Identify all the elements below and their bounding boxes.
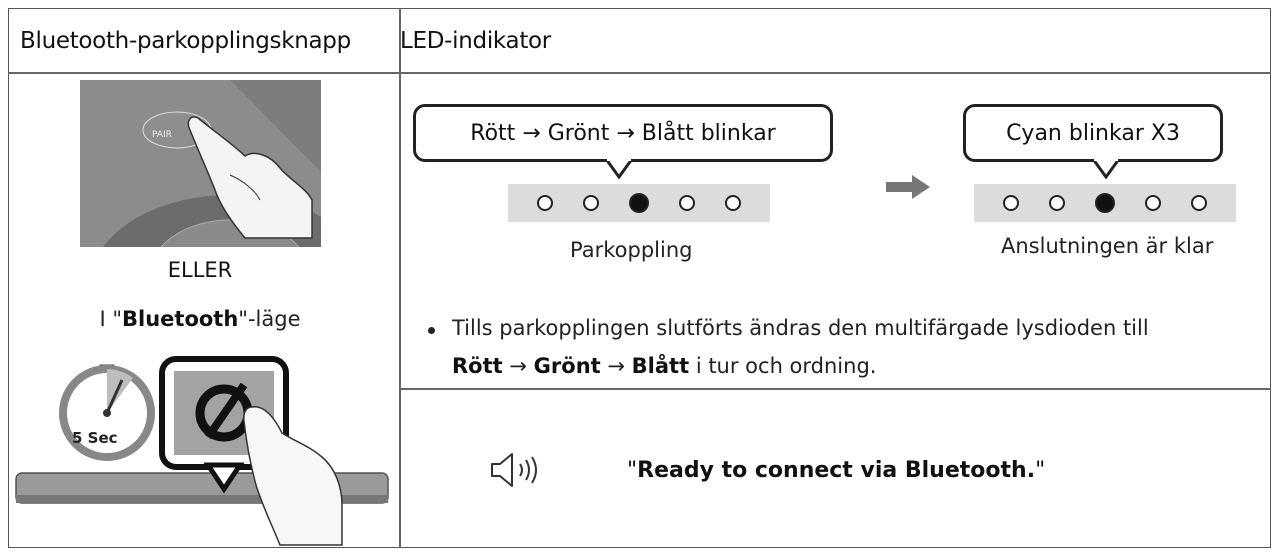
led-dot: [679, 195, 695, 211]
connected-bubble: Cyan blinkar X3: [963, 104, 1223, 162]
led-dot: [1049, 195, 1065, 211]
caption-pairing: Parkoppling: [570, 238, 693, 262]
pairing-bubble: Rött → Grönt → Blått blinkar: [413, 104, 833, 162]
speaker-icon: [491, 453, 537, 487]
arrow-right-icon: [886, 175, 930, 199]
pair-finger-icon: PAIR: [80, 80, 321, 247]
pair-button-photo: PAIR: [80, 80, 321, 247]
header-divider: [8, 72, 1271, 74]
led-bar-connected: [974, 184, 1236, 222]
bubble-tail: [1091, 159, 1121, 180]
or-text: ELLER: [167, 258, 233, 282]
led-dot: [1145, 195, 1161, 211]
led-dot-lit: [629, 193, 649, 213]
bullet-dot: [428, 327, 435, 334]
voice-prompt: "Ready to connect via Bluetooth.": [627, 458, 1046, 483]
svg-text:5 Sec: 5 Sec: [72, 429, 118, 447]
header-pairing-button: Bluetooth-parkopplingsknapp: [20, 28, 351, 54]
stopwatch-icon: 5 Sec: [59, 364, 155, 461]
led-dot-lit: [1095, 193, 1115, 213]
led-dot: [1191, 195, 1207, 211]
bullet-line-2: Rött → Grönt → Blått i tur och ordning.: [452, 354, 877, 378]
table-frame: [8, 8, 1271, 548]
caption-connected: Anslutningen är klar: [1001, 234, 1214, 258]
bullet-line-1: Tills parkopplingen slutförts ändras den…: [452, 316, 1149, 340]
led-dot: [725, 195, 741, 211]
bubble-tail: [604, 159, 634, 180]
row-divider: [400, 388, 1271, 390]
column-divider: [399, 8, 401, 548]
svg-text:PAIR: PAIR: [152, 130, 172, 140]
led-dot: [537, 195, 553, 211]
led-bar-pairing: [508, 184, 770, 222]
bluetooth-mode-text: I "Bluetooth"-läge: [99, 307, 301, 331]
led-dot: [583, 195, 599, 211]
remote-hold-illustration: 5 Sec: [15, 356, 389, 546]
led-dot: [1003, 195, 1019, 211]
header-led-indicator: LED-indikator: [400, 28, 551, 54]
